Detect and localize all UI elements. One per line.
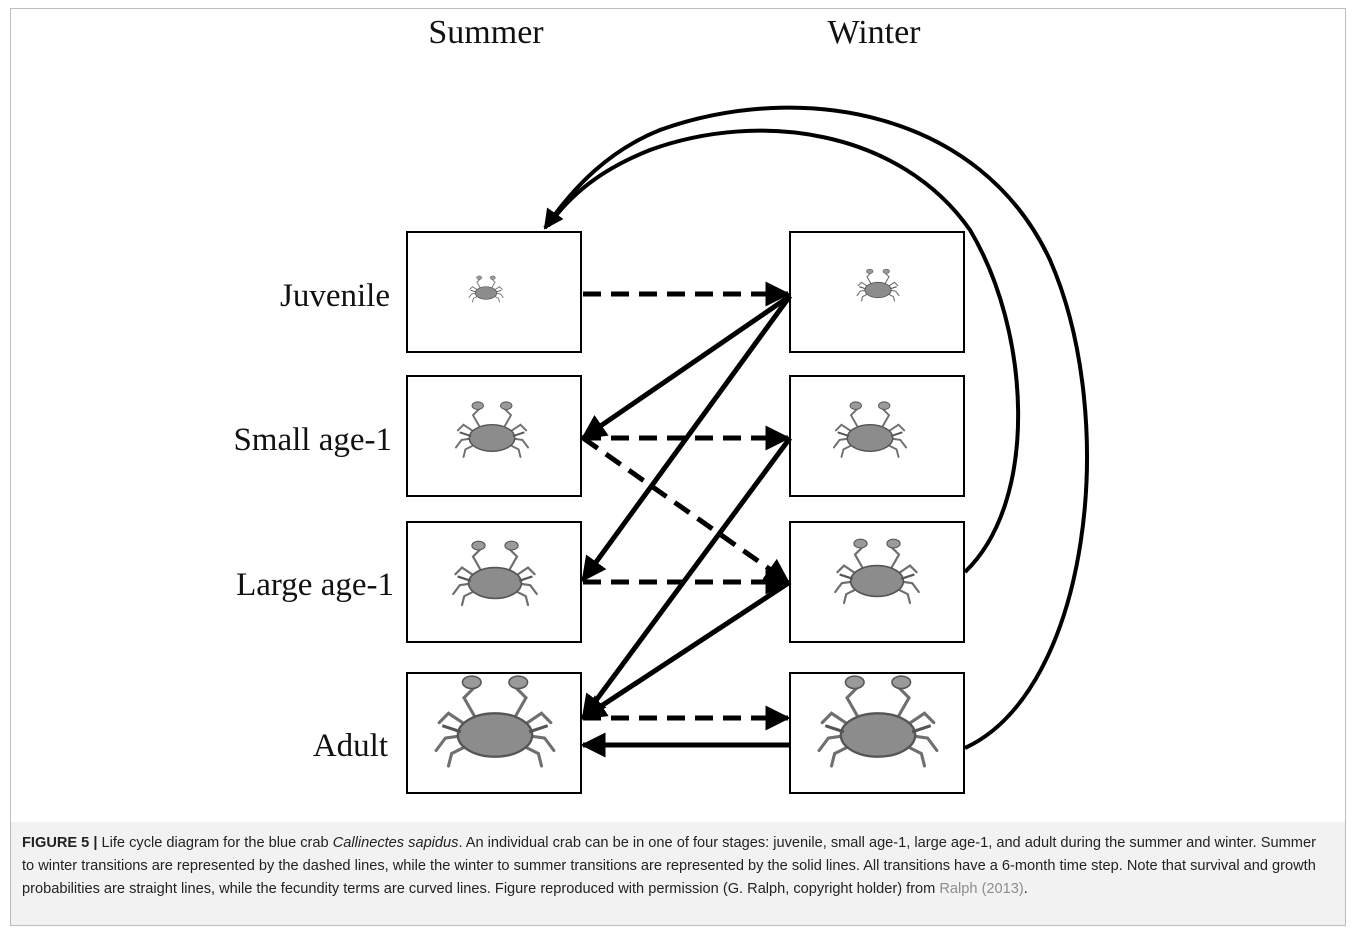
caption-species: Callinectes sapidus bbox=[332, 835, 459, 851]
fecundity-curves bbox=[543, 105, 1089, 750]
curve-adult-fecundity bbox=[543, 105, 1089, 750]
stage-label-juvenile: Juvenile bbox=[280, 278, 390, 314]
winter-header: Winter bbox=[827, 14, 921, 51]
caption-background bbox=[11, 822, 1345, 925]
arrow-small-to-winter-large bbox=[581, 435, 791, 585]
dashed-transitions bbox=[581, 281, 791, 731]
arrow-winter-juvenile-to-small bbox=[580, 293, 792, 441]
figure-label: FIGURE 5 | bbox=[22, 835, 98, 851]
stage-label-adult: Adult bbox=[312, 728, 388, 764]
stage-label-small-age-1: Small age-1 bbox=[233, 422, 392, 458]
reference-link[interactable]: Ralph (2013) bbox=[939, 881, 1024, 897]
arrow-winter-juvenile-to-large bbox=[580, 294, 793, 583]
stage-boxes bbox=[406, 231, 965, 794]
caption-text-before-species: Life cycle diagram for the blue crab bbox=[101, 835, 329, 851]
figure-frame bbox=[10, 8, 1346, 926]
arrow-winter-small-to-adult bbox=[580, 436, 793, 721]
solid-transitions bbox=[580, 293, 793, 758]
stage-label-large-age-1: Large age-1 bbox=[236, 567, 394, 603]
curve-large-fecundity bbox=[546, 128, 1021, 574]
arrow-winter-large-to-adult bbox=[580, 579, 792, 721]
caption-end: . bbox=[1023, 881, 1028, 897]
figure-caption: FIGURE 5 | Life cycle diagram for the bl… bbox=[22, 832, 1332, 901]
caption-text-after-species: . An individual crab can be in one of fo… bbox=[22, 835, 1316, 897]
summer-header: Summer bbox=[428, 14, 544, 51]
